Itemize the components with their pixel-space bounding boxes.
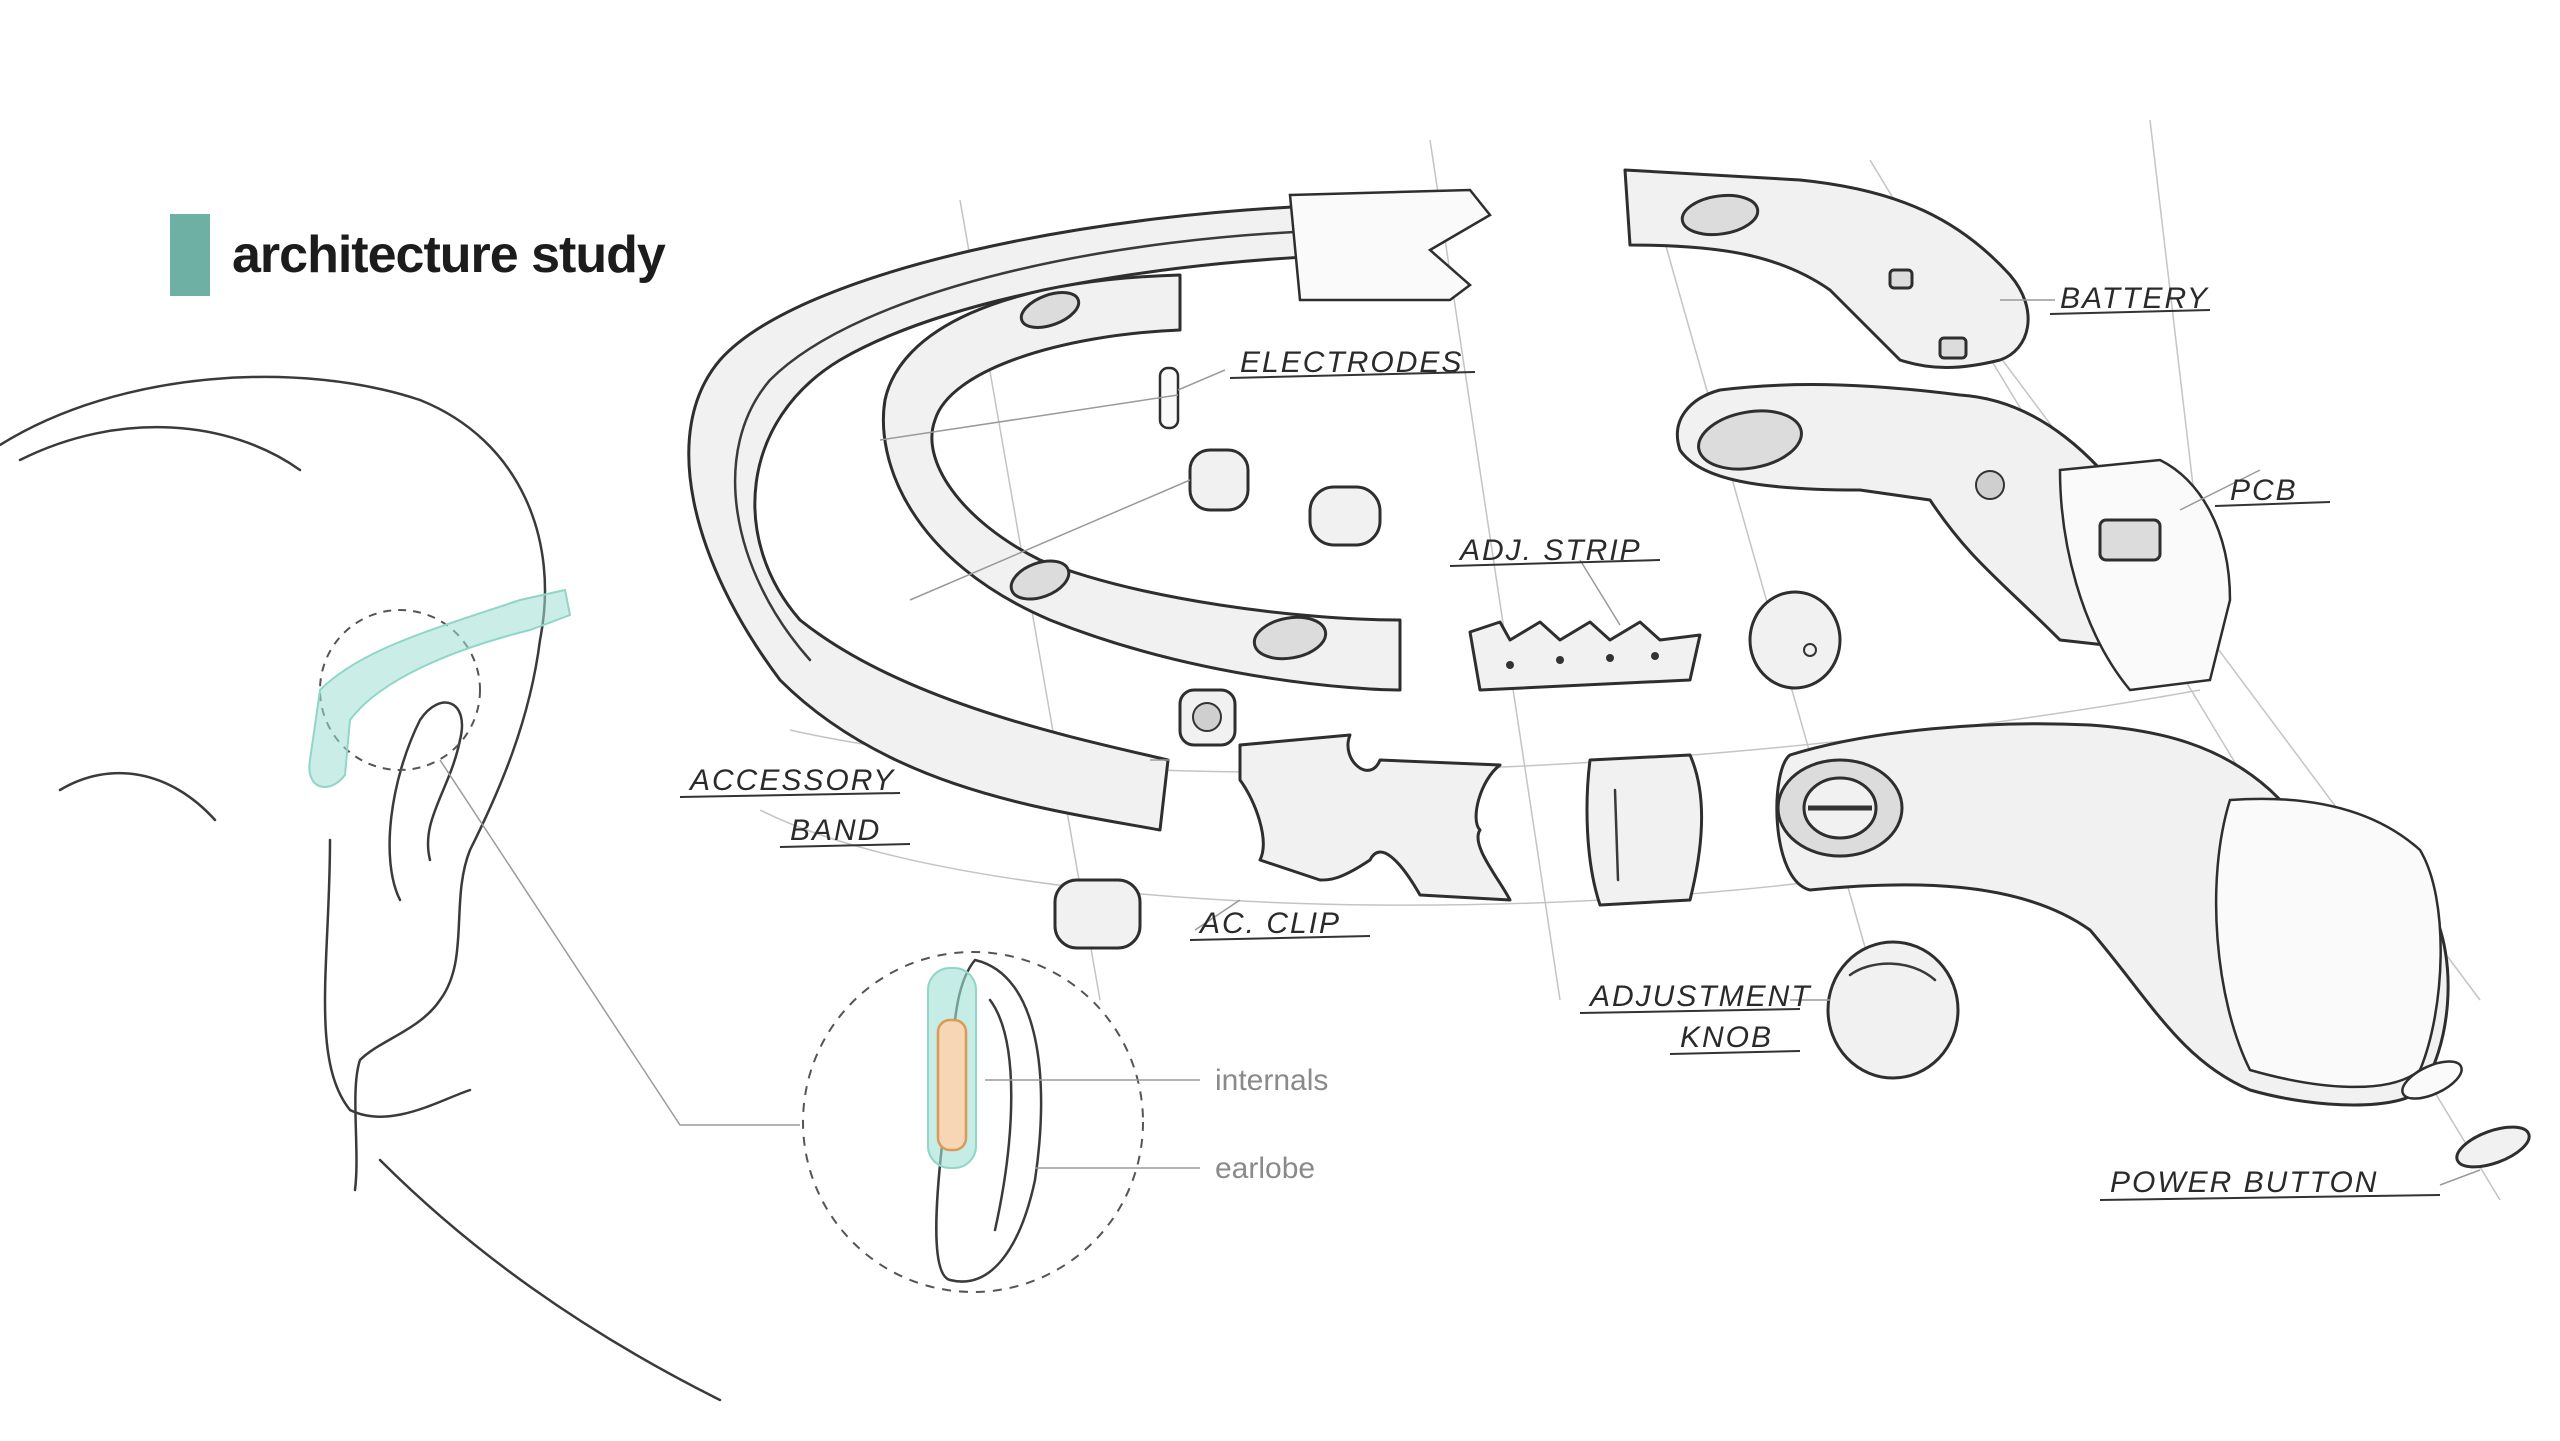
detail-circle: internals earlobe bbox=[802, 951, 1328, 1293]
power-button-part bbox=[2401, 1060, 2531, 1169]
label-power-button: POWER BUTTON bbox=[2110, 1166, 2378, 1199]
label-battery: BATTERY bbox=[2060, 282, 2209, 315]
accessory-band bbox=[687, 188, 1492, 832]
title-accent-bar bbox=[170, 214, 210, 296]
inner-band bbox=[881, 273, 1402, 692]
callout-internals: internals bbox=[1215, 1064, 1328, 1097]
main-housing-part bbox=[1775, 722, 2450, 1107]
round-cap-part bbox=[1748, 590, 1842, 690]
page-title: architecture study bbox=[232, 226, 666, 284]
adjustment-knob-part bbox=[1826, 940, 1960, 1080]
part-labels: ELECTRODES BATTERY PCB ADJ. STRIP ACCESS… bbox=[679, 282, 2441, 1201]
callout-earlobe: earlobe bbox=[1215, 1152, 1315, 1185]
label-accessory-band-line2: BAND bbox=[790, 814, 881, 847]
label-accessory-band-line1: ACCESSORY bbox=[688, 764, 895, 797]
battery-part bbox=[1623, 168, 2030, 369]
pcb-part bbox=[1675, 383, 2232, 692]
label-adjustment-knob-line1: ADJUSTMENT bbox=[1588, 980, 1812, 1013]
adjuster-part bbox=[1585, 753, 1703, 907]
device-on-ear-highlight bbox=[308, 588, 572, 788]
ac-clip-part bbox=[1053, 688, 1512, 950]
head-profile bbox=[0, 375, 800, 1402]
label-pcb: PCB bbox=[2230, 474, 2298, 507]
label-ac-clip: AC. CLIP bbox=[1198, 907, 1341, 940]
focus-circle-small bbox=[319, 609, 481, 771]
leader-lines bbox=[1150, 299, 2481, 1186]
adj-strip-part bbox=[1468, 559, 1702, 692]
internals-highlight bbox=[936, 1018, 968, 1152]
label-adjustment-knob-line2: KNOB bbox=[1680, 1021, 1773, 1054]
title-block: architecture study bbox=[170, 214, 666, 296]
electrode-parts bbox=[879, 366, 1382, 601]
